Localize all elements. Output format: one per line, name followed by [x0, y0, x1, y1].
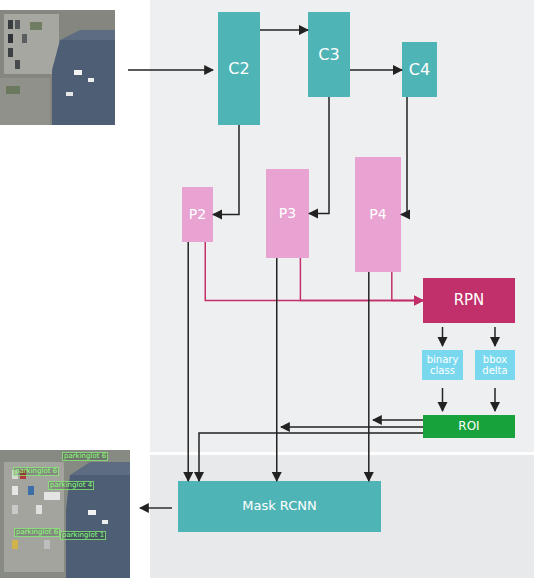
node-label: bbox delta: [475, 354, 515, 376]
connector: [494, 327, 496, 346]
connector: [392, 272, 423, 301]
node-label: ROI: [458, 420, 479, 433]
connector: [213, 125, 239, 215]
detection-label: parkinglot 1: [60, 531, 106, 540]
node-label: C4: [409, 61, 430, 79]
connector: [276, 258, 278, 481]
connector: [442, 327, 444, 346]
connector: [494, 388, 496, 411]
node-label: binary class: [422, 354, 463, 376]
backbone-stage: C3: [308, 12, 350, 97]
input-arrow: [128, 69, 213, 70]
roi-box: ROI: [423, 415, 515, 438]
connector: [187, 242, 189, 481]
node-label: C3: [318, 46, 339, 64]
head-panel: [150, 455, 534, 578]
output-aerial-image: [0, 450, 130, 578]
node-label: C2: [228, 60, 249, 78]
rpn-box: RPN: [423, 278, 515, 323]
connector: [368, 272, 370, 481]
detection-label: parkinglot 6: [13, 467, 59, 476]
connector: [350, 69, 402, 71]
pyramid-level: P3: [266, 169, 309, 258]
output-box: bbox delta: [475, 350, 515, 380]
pyramid-level: P2: [182, 187, 213, 242]
connector: [205, 242, 423, 301]
detection-label: parkinglot 6: [62, 452, 108, 461]
head-box: Mask RCNN: [178, 481, 381, 532]
backbone-stage: C2: [218, 12, 260, 125]
backbone-panel: [150, 0, 534, 452]
roi-feed-arrow: [373, 419, 423, 420]
pyramid-level: P4: [355, 157, 401, 272]
input-aerial-image: [0, 10, 115, 125]
detection-label: parkinglot 6: [14, 528, 60, 537]
connector: [309, 97, 329, 214]
node-label: P2: [189, 207, 206, 222]
output-box: binary class: [422, 350, 463, 380]
node-label: RPN: [454, 292, 485, 309]
detection-label: parkinglot 4: [48, 481, 94, 490]
node-label: P4: [369, 207, 386, 222]
backbone-stage: C4: [402, 42, 437, 97]
connector: [300, 258, 423, 301]
connector: [260, 29, 308, 31]
node-label: P3: [279, 206, 296, 221]
connector: [401, 97, 407, 215]
output-arrow: [140, 507, 172, 508]
roi-feed-arrow: [281, 426, 423, 427]
connector: [199, 433, 423, 481]
connector: [442, 388, 444, 411]
node-label: Mask RCNN: [242, 499, 317, 513]
